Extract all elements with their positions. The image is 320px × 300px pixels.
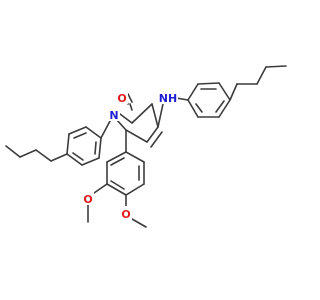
molecule-structure: O N NH O O [5, 65, 287, 228]
carbonyl-oxygen-label: O [117, 92, 126, 105]
bond [151, 103, 159, 128]
bond [265, 65, 287, 68]
bond [68, 126, 87, 135]
bond [187, 99, 199, 118]
bond [66, 133, 70, 155]
bond [110, 157, 125, 166]
bond [129, 103, 133, 111]
bond [218, 99, 231, 118]
bond [110, 180, 125, 190]
bond [19, 149, 37, 158]
bond [197, 82, 220, 85]
bond [218, 82, 231, 101]
bond [93, 183, 108, 194]
bond [125, 151, 145, 163]
ring-nitrogen-label: N [109, 109, 118, 122]
bond [125, 129, 148, 143]
bond [81, 157, 100, 166]
bond [131, 218, 147, 228]
bond [5, 145, 21, 158]
bond [195, 103, 203, 113]
bond [187, 83, 199, 101]
atom-label-layer: O N NH O O [82, 90, 178, 221]
methoxy-oxygen-label: O [121, 208, 130, 221]
bond [106, 151, 127, 163]
bond [94, 141, 97, 155]
bond [98, 137, 102, 159]
bond [35, 149, 52, 162]
bond [72, 152, 84, 161]
bond [125, 183, 145, 196]
bond [73, 132, 87, 139]
bond [157, 103, 164, 128]
bond-layer [5, 65, 287, 228]
bond [215, 100, 225, 113]
bond [229, 83, 238, 101]
bond [85, 126, 102, 139]
bond [131, 103, 153, 124]
bond [256, 66, 267, 85]
amine-nh-label: NH [159, 92, 177, 105]
bond [66, 153, 83, 166]
bond [150, 131, 163, 148]
bond [146, 126, 159, 143]
bond [127, 93, 133, 103]
bond [50, 153, 68, 162]
methoxy-oxygen-label: O [83, 193, 92, 206]
bond [100, 120, 111, 139]
bond [106, 183, 127, 196]
